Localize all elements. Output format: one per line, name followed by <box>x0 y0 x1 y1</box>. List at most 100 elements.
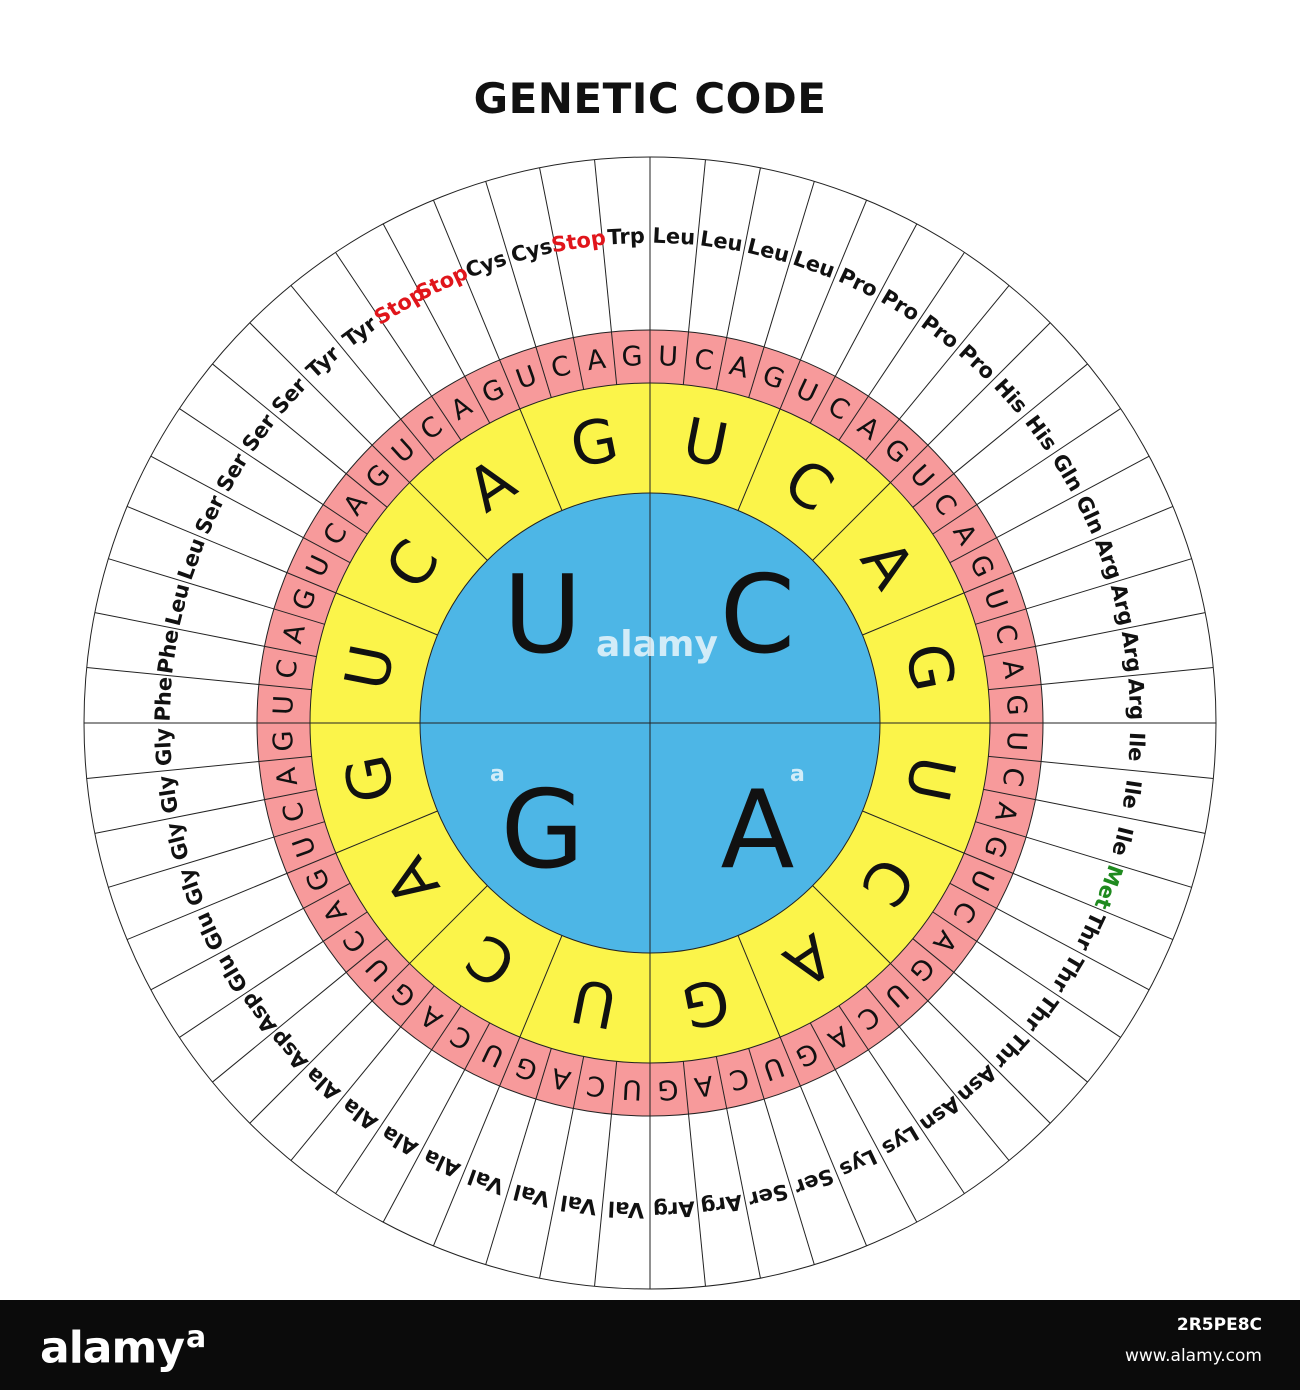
third-base-divider <box>682 1061 690 1115</box>
third-base-letter: A <box>996 658 1029 681</box>
watermark-footer: alamya 2R5PE8C www.alamy.com <box>0 1300 1300 1390</box>
watermark-brand: alamya <box>40 1320 206 1374</box>
second-base-divider <box>519 935 563 1038</box>
amino-acid-divider <box>539 167 574 338</box>
amino-acid-divider <box>335 1049 433 1194</box>
second-base-divider <box>737 408 781 511</box>
third-base-letter: U <box>657 341 678 373</box>
watermark-image-id: 2R5PE8C <box>1176 1315 1262 1335</box>
second-base-divider <box>862 592 965 636</box>
amino-acid-divider <box>1041 667 1214 685</box>
third-base-letter: G <box>657 1073 679 1105</box>
third-base-divider <box>572 337 585 390</box>
third-base-divider <box>779 1036 801 1087</box>
third-base-divider <box>748 346 765 398</box>
amino-acid-label: Leu <box>652 224 696 250</box>
amino-acid-divider <box>249 322 373 446</box>
amino-acid-divider <box>996 907 1150 991</box>
amino-acid-divider <box>1035 612 1206 647</box>
first-base-letter: U <box>503 553 582 678</box>
third-base-divider <box>682 331 690 385</box>
amino-acid-divider <box>335 252 433 397</box>
third-base-divider <box>890 444 929 483</box>
third-base-letter: A <box>271 765 304 788</box>
amino-acid-divider <box>485 1098 537 1265</box>
amino-acid-divider <box>927 322 1051 446</box>
second-base-divider <box>519 408 563 511</box>
third-base-divider <box>431 1005 462 1051</box>
third-base-divider <box>890 963 929 1002</box>
third-base-divider <box>535 346 552 398</box>
second-base-divider <box>812 482 891 561</box>
third-base-divider <box>715 1056 728 1109</box>
third-base-divider <box>748 1048 765 1100</box>
third-base-divider <box>975 821 1027 838</box>
amino-acid-label: Val <box>607 1197 645 1223</box>
amino-acid-divider <box>126 872 288 941</box>
third-base-letter: C <box>271 658 304 681</box>
third-base-divider <box>464 1022 491 1070</box>
amino-acid-divider <box>953 971 1088 1083</box>
third-base-divider <box>345 938 388 973</box>
watermark-mark-overlay: a <box>490 762 505 787</box>
amino-acid-label: Trp <box>607 224 646 250</box>
amino-acid-divider <box>927 1000 1051 1124</box>
third-base-letter: C <box>692 344 715 377</box>
amino-acid-divider <box>1012 872 1174 941</box>
first-base-letter: C <box>720 553 795 678</box>
third-base-divider <box>975 608 1027 625</box>
amino-acid-divider <box>290 285 402 420</box>
amino-acid-divider <box>290 1026 402 1161</box>
third-base-divider <box>949 537 997 564</box>
third-base-letter: C <box>996 765 1029 788</box>
amino-acid-divider <box>382 1069 466 1223</box>
amino-acid-divider <box>212 971 347 1083</box>
third-base-divider <box>809 1022 836 1070</box>
amino-acid-label: Phe <box>151 676 177 722</box>
amino-acid-label: Ile <box>1118 778 1146 810</box>
amino-acid-divider <box>996 455 1150 539</box>
third-base-divider <box>535 1048 552 1100</box>
third-base-divider <box>988 683 1042 691</box>
third-base-divider <box>286 852 337 874</box>
third-base-divider <box>322 911 368 942</box>
amino-acid-divider <box>94 799 265 834</box>
amino-acid-divider <box>799 199 868 361</box>
third-base-divider <box>983 788 1036 801</box>
amino-acid-divider <box>108 836 275 888</box>
brand-logo: alamy <box>40 1322 185 1374</box>
amino-acid-divider <box>898 1026 1010 1161</box>
amino-acid-divider <box>799 1085 868 1247</box>
third-base-divider <box>949 882 997 909</box>
third-base-divider <box>303 537 351 564</box>
amino-acid-divider <box>150 455 304 539</box>
third-base-letter: A <box>585 344 608 377</box>
amino-acid-label: Val <box>559 1190 599 1219</box>
second-base-divider <box>335 592 438 636</box>
third-base-divider <box>264 645 317 658</box>
third-base-divider <box>431 395 462 441</box>
amino-acid-divider <box>179 940 324 1038</box>
diagram-title: GENETIC CODE <box>473 74 827 123</box>
third-base-divider <box>371 444 410 483</box>
watermark-mark-overlay: a <box>790 762 805 787</box>
third-base-divider <box>400 418 435 461</box>
amino-acid-divider <box>249 1000 373 1124</box>
second-base-divider <box>737 935 781 1038</box>
amino-acid-divider <box>179 408 324 506</box>
amino-acid-divider <box>150 907 304 991</box>
watermark-brand-overlay: alamy <box>596 624 718 665</box>
third-base-divider <box>371 963 410 1002</box>
third-base-divider <box>464 376 491 424</box>
third-base-divider <box>258 683 312 691</box>
amino-acid-divider <box>898 285 1010 420</box>
third-base-divider <box>838 395 869 441</box>
amino-acid-label: Arg <box>653 1196 696 1222</box>
third-base-letter: U <box>268 694 300 715</box>
third-base-divider <box>610 1061 618 1115</box>
amino-acid-divider <box>1041 761 1214 779</box>
amino-acid-divider <box>867 1049 965 1194</box>
amino-acid-divider <box>953 363 1088 475</box>
third-base-divider <box>499 1036 521 1087</box>
third-base-divider <box>499 359 521 410</box>
